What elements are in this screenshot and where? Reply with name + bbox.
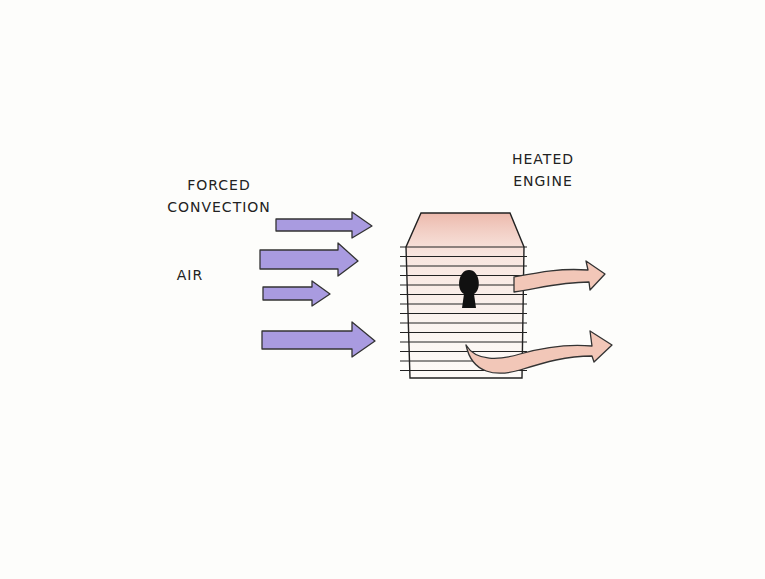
engine-body [400,213,527,378]
cooling-fin [400,294,527,295]
cooling-fin [400,322,527,323]
cooling-fin [400,341,527,342]
heat-arrows [466,261,612,373]
diagram-label: FORCED CONVECTION [160,174,278,219]
cooling-fin [400,351,527,352]
cooling-fin [400,256,527,257]
cooling-fin [400,246,527,247]
diagram-label: AIR [160,264,220,286]
cooling-fin [400,313,527,314]
air-arrows [260,212,375,357]
cooling-fin [400,265,527,266]
cooling-fin [400,332,527,333]
diagram-label: HEATED ENGINE [493,148,593,193]
